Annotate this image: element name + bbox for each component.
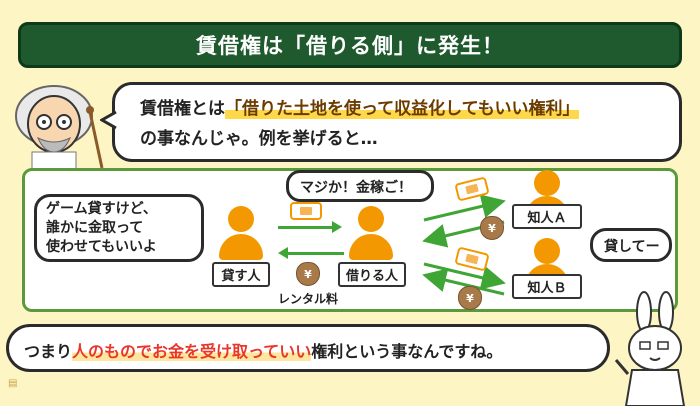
- lender-label: 貸す人: [212, 262, 270, 287]
- borrower-speech-text: マジか！金稼ご！: [300, 180, 412, 196]
- game-console-icon: [290, 202, 322, 220]
- arrow-lend: [278, 226, 334, 229]
- friend-b-head: [534, 238, 560, 264]
- friend-a-label: 知人Ａ: [512, 204, 582, 229]
- borrower-head: [358, 206, 384, 232]
- definition-prefix: 賃借権とは: [140, 99, 225, 119]
- title-bar: 賃借権は「借りる側」に発生！: [18, 22, 682, 68]
- arrow-fee: [288, 252, 344, 255]
- summary-highlight: 人のものでお金を受け取っていい: [72, 342, 312, 361]
- lender-speech-text: ゲーム貸すけど、 誰かに金取って 使わせてもいいよ: [46, 200, 157, 257]
- definition-line-1: 賃借権とは「借りた土地を使って収益化してもいい権利」: [140, 94, 580, 119]
- summary-suffix: 権利という事なんですね。: [311, 342, 503, 361]
- money-bag-icon: ¥: [458, 286, 482, 310]
- page-title: 賃借権は「借りる側」に発生！: [196, 34, 504, 58]
- borrower-speech-bubble: [286, 170, 434, 202]
- friend-b-label: 知人Ｂ: [512, 274, 582, 299]
- rental-fee-label: レンタル料: [278, 292, 339, 306]
- friend-a-head: [534, 170, 560, 196]
- professor-illustration: [15, 85, 104, 172]
- summary-text: つまり人のものでお金を受け取っていい権利という事なんですね。: [24, 338, 502, 362]
- friends-speech-text: 貸してー: [604, 239, 660, 255]
- lender-speech-line: 使わせてもいいよ: [46, 239, 157, 255]
- definition-line-2: の事なんじゃ。例を挙げると…: [140, 129, 378, 149]
- money-bag-icon: ¥: [480, 216, 504, 240]
- money-bag-icon: ¥: [296, 262, 320, 286]
- friends-speech-bubble: [590, 228, 672, 262]
- rabbit-illustration: [614, 291, 686, 406]
- lender-speech-line: 誰かに金取って: [46, 220, 144, 236]
- borrower-label: 借りる人: [338, 262, 406, 287]
- lender-speech-line: ゲーム貸すけど、: [46, 201, 157, 217]
- arrow-fee-head: [278, 247, 288, 259]
- lender-head: [228, 206, 254, 232]
- speech-tail: [100, 110, 117, 130]
- professor-speech-bubble: [112, 82, 682, 162]
- arrow-lend-head: [332, 221, 342, 233]
- summary-prefix: つまり: [24, 342, 73, 361]
- site-logo: ▤: [8, 378, 18, 389]
- lender-speech-bubble: [34, 194, 204, 262]
- definition-highlight: 「借りた土地を使って収益化してもいい権利」: [225, 99, 580, 119]
